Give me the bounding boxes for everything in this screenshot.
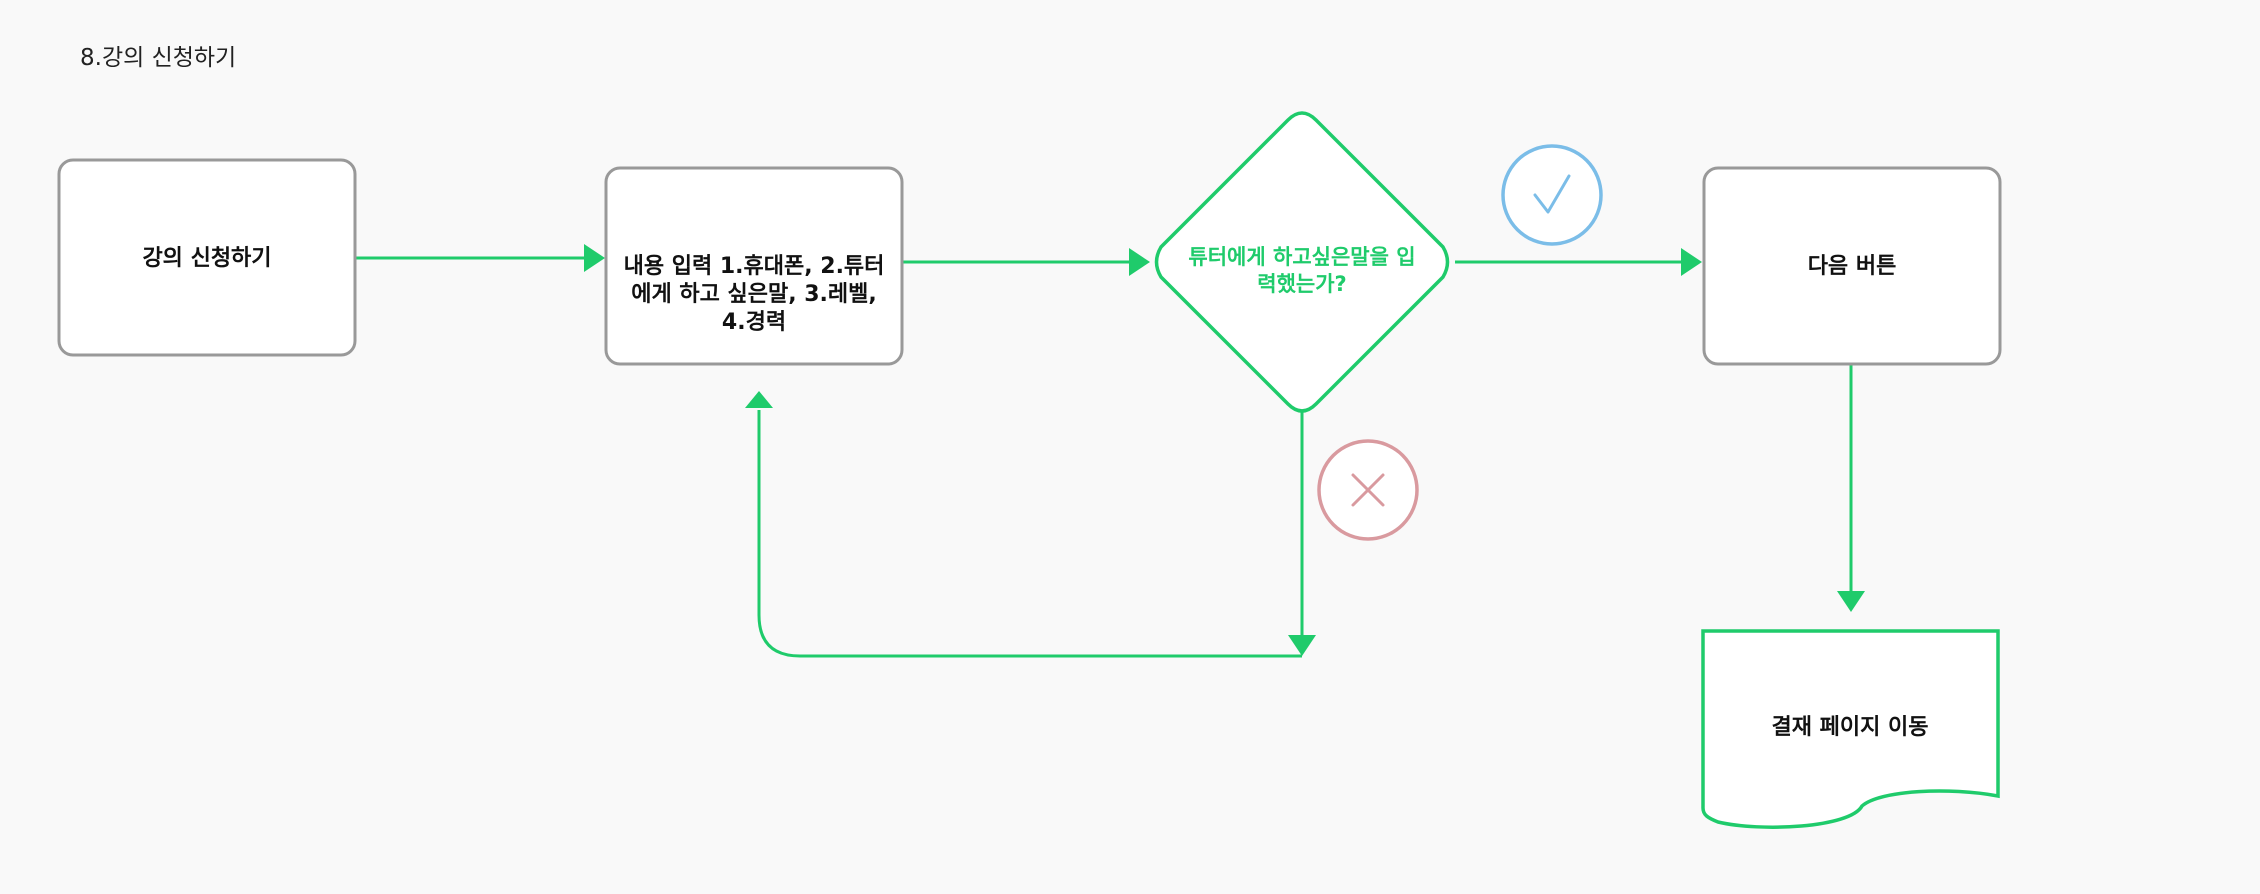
decision-node-line-2: 력했는가? [1257, 272, 1346, 296]
x-icon [1317, 439, 1419, 541]
decision-node: 튜터에게 하고싶은말을 입 력했는가? [1154, 111, 1450, 413]
arrowhead-decision-down [1288, 635, 1316, 656]
input-node-line-1: 내용 입력 1.휴대폰, 2.튜터 [624, 254, 885, 279]
payment-node: 결재 페이지 이동 [1701, 629, 2000, 829]
connectors [356, 244, 1865, 658]
page-title: 8.강의 신청하기 [80, 45, 237, 71]
next-node: 다음 버튼 [1702, 166, 2002, 366]
input-node-line-2: 에게 하고 싶은말, 3.레벨, [631, 282, 877, 307]
arrowhead-start-to-input [584, 244, 605, 272]
check-icon [1501, 144, 1603, 246]
start-node-label: 강의 신청하기 [142, 246, 271, 271]
next-node-label: 다음 버튼 [1808, 254, 1897, 279]
input-node: 내용 입력 1.휴대폰, 2.튜터 에게 하고 싶은말, 3.레벨, 4.경력 [604, 166, 904, 366]
start-node: 강의 신청하기 [57, 158, 357, 357]
arrowhead-next-to-payment [1837, 591, 1865, 612]
arrowhead-loop-back [745, 391, 773, 408]
payment-node-label: 결재 페이지 이동 [1772, 715, 1929, 740]
arrowhead-decision-to-next [1681, 248, 1702, 276]
loop-back-path [757, 410, 1302, 658]
input-node-line-3: 4.경력 [722, 310, 786, 335]
arrowhead-input-to-decision [1129, 248, 1150, 276]
decision-node-line-1: 튜터에게 하고싶은말을 입 [1188, 245, 1415, 269]
